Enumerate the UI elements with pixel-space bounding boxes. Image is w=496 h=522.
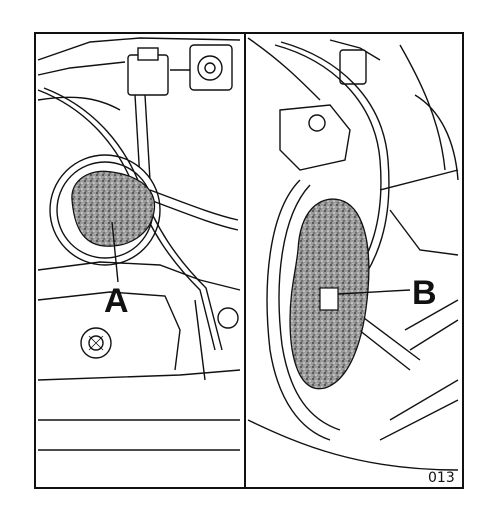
figure-number: 013 [428, 470, 455, 486]
label-b: B [412, 274, 437, 312]
right-panel [247, 37, 459, 471]
label-a: A [104, 282, 129, 320]
leader-line-b [337, 289, 411, 295]
leader-line-a [111, 221, 119, 283]
grommet-a [71, 170, 156, 247]
clip-b [319, 287, 339, 311]
